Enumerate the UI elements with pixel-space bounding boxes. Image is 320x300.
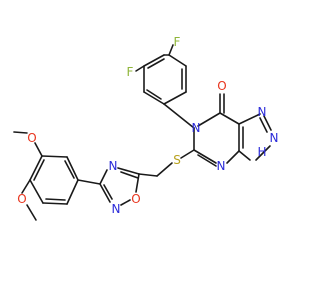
fluorine-atom-label: F	[127, 65, 134, 79]
molecule-diagram: F F O N N N N H S N O N O O	[13, 35, 278, 221]
structure-svg: F F O N N N N H S N O N O O	[13, 35, 278, 221]
hydrogen-atom-label: H	[257, 145, 266, 159]
methoxy-oxygen-label: O	[17, 192, 26, 206]
atom-labels: F F O N N N N H S N O N O O	[17, 35, 278, 216]
nitrogen-atom-label: N	[258, 105, 267, 119]
nitrogen-atom-label: N	[192, 121, 201, 135]
fluorine-atom-label: F	[174, 35, 181, 49]
oxygen-atom-label: O	[131, 192, 140, 206]
carbonyl-oxygen-label: O	[217, 79, 226, 93]
nitrogen-atom-label: N	[270, 131, 279, 145]
bonds	[13, 44, 272, 221]
sulfur-atom-label: S	[173, 153, 181, 167]
methoxy-oxygen-label: O	[27, 131, 36, 145]
nitrogen-atom-label: N	[217, 159, 226, 173]
nitrogen-atom-label: N	[109, 159, 118, 173]
nitrogen-atom-label: N	[112, 202, 121, 216]
